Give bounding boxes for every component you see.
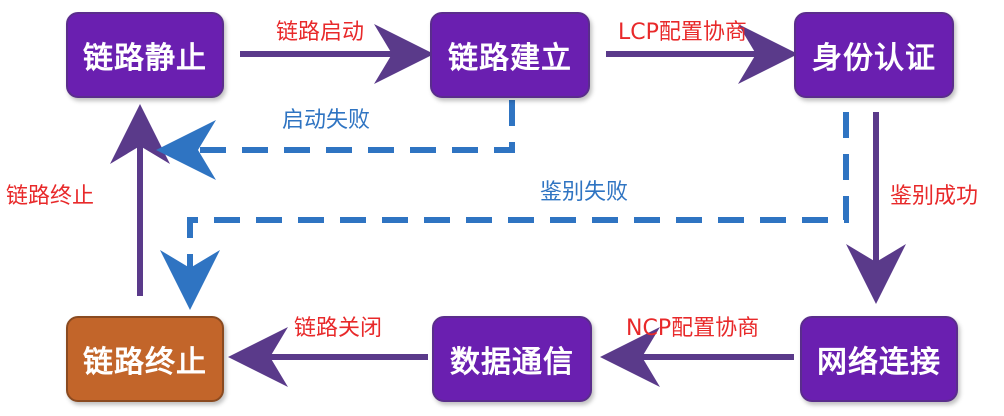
- label-start-failed: 启动失败: [282, 108, 371, 133]
- label-lcp-negotiation: LCP配置协商: [618, 20, 747, 45]
- node-data-communication[interactable]: 数据通信: [432, 316, 592, 402]
- node-link-establish[interactable]: 链路建立: [430, 12, 590, 98]
- arrow-start-failed: [156, 100, 515, 180]
- label-start-link: 链路启动: [276, 20, 365, 45]
- arrow-auth-failed: [160, 112, 849, 310]
- label-auth-failed: 鉴别失败: [540, 180, 629, 205]
- label-link-close: 链路关闭: [294, 316, 383, 341]
- node-network-connect[interactable]: 网络连接: [800, 316, 958, 402]
- node-link-terminate[interactable]: 链路终止: [66, 316, 224, 402]
- node-link-dead[interactable]: 链路静止: [66, 12, 224, 98]
- label-auth-success: 鉴别成功: [890, 184, 979, 209]
- label-ncp-negotiation: NCP配置协商: [626, 316, 760, 341]
- label-link-terminate-up: 链路终止: [6, 184, 95, 209]
- node-authenticate[interactable]: 身份认证: [794, 12, 954, 98]
